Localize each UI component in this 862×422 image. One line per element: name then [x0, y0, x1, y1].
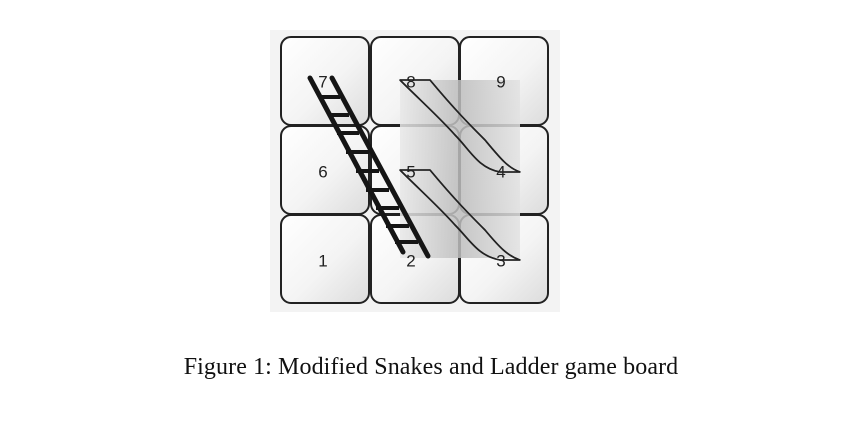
cell-label-5: 5	[406, 162, 415, 181]
snake-shade-band	[400, 80, 520, 258]
cell-label-6: 6	[318, 162, 327, 181]
cell-label-4: 4	[496, 162, 505, 181]
cell-label-1: 1	[318, 251, 327, 270]
game-board: 7 8 9 6 5 4 1 2 3	[270, 30, 560, 312]
cell-label-8: 8	[406, 72, 415, 91]
snake-5-to-3	[399, 169, 521, 261]
snake-8-to-4	[399, 79, 521, 173]
cell-label-9: 9	[496, 72, 505, 91]
board-cell-1	[280, 214, 370, 304]
cell-label-2: 2	[406, 251, 415, 270]
ladder-rail-left	[307, 75, 406, 255]
ladder-2-to-7	[307, 75, 431, 259]
cell-label-7: 7	[318, 72, 327, 91]
figure-caption: Figure 1: Modified Snakes and Ladder gam…	[183, 354, 679, 380]
cell-label-3: 3	[496, 251, 505, 270]
ladder-rail-right	[329, 75, 431, 259]
